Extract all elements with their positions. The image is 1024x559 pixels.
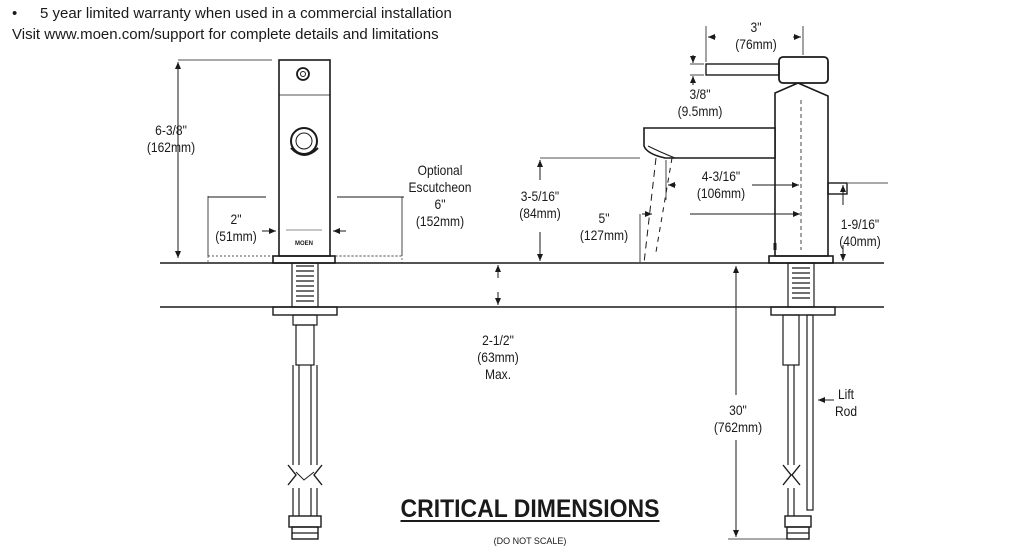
warranty-line: • 5 year limited warranty when used in a … <box>12 5 452 23</box>
brand-mark: MOEN <box>295 241 313 247</box>
bullet: • <box>12 5 18 22</box>
section-title: CRITICAL DIMENSIONS <box>400 495 660 523</box>
height-dimension <box>175 59 272 258</box>
front-mounting-shank <box>272 262 338 366</box>
base-width-dimension <box>207 196 346 256</box>
front-supply-lines <box>287 365 323 540</box>
lift-height-dimension <box>840 182 888 261</box>
max-depth-label: 2-1/2"(63mm)Max. <box>477 332 519 382</box>
spout-depth-dimension <box>665 160 799 200</box>
supply-length-label: 30"(762mm) <box>713 402 763 435</box>
spout-reach-dimension <box>639 100 802 262</box>
handle-gap-dimension <box>690 55 704 85</box>
spout-reach-label: 5"(127mm) <box>579 210 629 243</box>
spout-depth-label: 4-3/16"(106mm) <box>696 168 746 201</box>
warranty-text: 5 year limited warranty when used in a c… <box>40 5 452 22</box>
lift-height-label: 1-9/16"(40mm) <box>839 216 881 249</box>
support-link-line: Visit www.moen.com/support for complete … <box>12 26 439 43</box>
front-faucet-body <box>207 59 403 264</box>
height-label: 6-3/8"(162mm) <box>146 122 196 155</box>
scale-note: (DO NOT SCALE) <box>493 536 567 546</box>
side-supply-line <box>782 365 812 540</box>
base-width-label: 2"(51mm) <box>215 211 257 244</box>
escutcheon-dimension <box>208 196 404 256</box>
handle-length-label: 3"(76mm) <box>735 19 777 52</box>
spout-height-dimension <box>537 157 640 261</box>
side-faucet-body <box>643 56 848 264</box>
supply-length-dimension <box>728 266 790 540</box>
handle-length-dimension <box>705 26 804 62</box>
handle-gap-label: 3/8"(9.5mm) <box>677 86 723 119</box>
side-mounting-shank <box>770 262 836 511</box>
spout-height-label: 3-5/16"(84mm) <box>519 188 561 221</box>
